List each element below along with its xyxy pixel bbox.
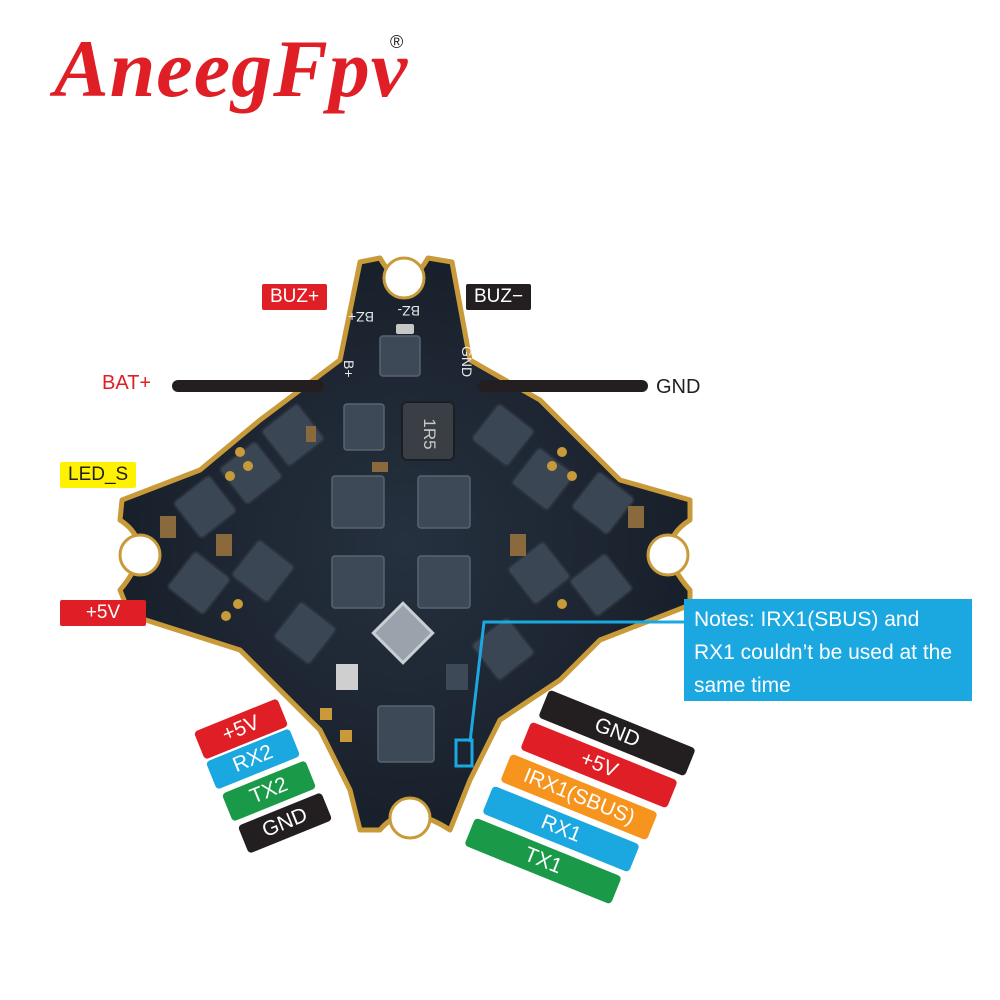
label-buz-plus: BUZ+ [262,284,328,310]
silk-b-plus: B+ [341,360,357,378]
label-plus5v: +5V [60,600,146,626]
mount-hole-top [382,256,426,300]
gyro-chip [371,601,435,665]
solder-pads [221,447,577,768]
label-led-s: LED_S [60,462,137,488]
inductor-label: 1R5 [420,418,439,449]
driver-ics [331,335,471,763]
inductor [401,401,455,461]
logo-text: AneegFpv [54,23,409,114]
silk-bz-plus: BZ+ [348,309,374,325]
label-bat-plus: BAT+ [102,372,152,394]
passive-components [160,324,644,690]
note-leader [468,620,684,743]
label-gnd-power: GND [656,376,701,398]
mosfet-chips [167,403,635,681]
notes-callout: Notes: IRX1(SBUS) and RX1 couldn’t be us… [684,599,972,701]
registered-mark: ® [390,32,404,52]
silk-gnd: GND [459,346,475,377]
mount-hole-left [118,533,162,577]
label-buz-minus: BUZ− [466,284,532,310]
silk-bz-minus: BZ- [397,303,420,319]
mount-hole-right [646,533,690,577]
mount-hole-bottom [388,796,432,840]
brand-logo: AneegFpv ® [8,8,408,114]
